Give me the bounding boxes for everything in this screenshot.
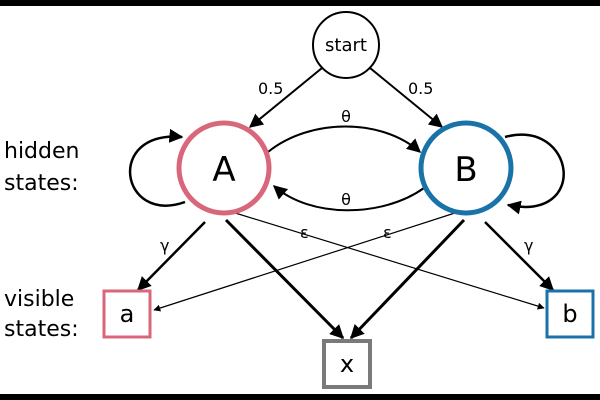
hidden-state-A-label: A bbox=[212, 150, 235, 190]
edge-start-to-B bbox=[369, 67, 444, 128]
edge-start-to-B-label: 0.5 bbox=[408, 79, 433, 98]
edge-A-to-B-label: θ bbox=[341, 107, 351, 126]
edge-B-to-x bbox=[349, 218, 466, 340]
visible-states-label-line2: states: bbox=[4, 317, 79, 342]
edge-B-self-loop bbox=[504, 133, 565, 215]
visible-state-a-label: a bbox=[120, 300, 135, 328]
edge-B-to-b-label: γ bbox=[524, 236, 533, 255]
edge-B-to-a-label: ε bbox=[383, 223, 392, 242]
visible-state-a bbox=[102, 289, 152, 339]
edge-A-to-b-label: ε bbox=[300, 223, 309, 242]
edge-A-to-x bbox=[224, 218, 345, 340]
hidden-state-B bbox=[418, 120, 514, 216]
start-node bbox=[312, 11, 380, 79]
hidden-state-A bbox=[176, 120, 272, 216]
visible-state-x-label: x bbox=[340, 350, 354, 378]
edge-B-to-A bbox=[272, 185, 425, 212]
edge-B-to-a bbox=[153, 211, 459, 312]
visible-state-x bbox=[322, 339, 372, 389]
edge-start-to-A bbox=[248, 67, 323, 128]
edge-A-to-b bbox=[231, 211, 545, 310]
edge-A-to-B bbox=[267, 125, 422, 153]
hidden-state-B-label: B bbox=[454, 150, 477, 190]
edge-A-to-a-label: γ bbox=[160, 236, 169, 255]
edge-A-self-loop bbox=[128, 128, 186, 207]
edge-start-to-A-label: 0.5 bbox=[258, 79, 283, 98]
edge-B-to-b bbox=[484, 221, 554, 291]
edge-A-to-a bbox=[137, 221, 206, 291]
edge-B-to-A-label: θ bbox=[341, 190, 351, 209]
visible-state-b-label: b bbox=[562, 300, 577, 328]
visible-states-label-line1: visible bbox=[4, 287, 74, 312]
hidden-states-label-line2: states: bbox=[4, 171, 79, 196]
visible-state-b bbox=[545, 289, 595, 339]
hidden-states-label-line1: hidden bbox=[4, 139, 79, 164]
start-node-label: start bbox=[325, 35, 367, 56]
